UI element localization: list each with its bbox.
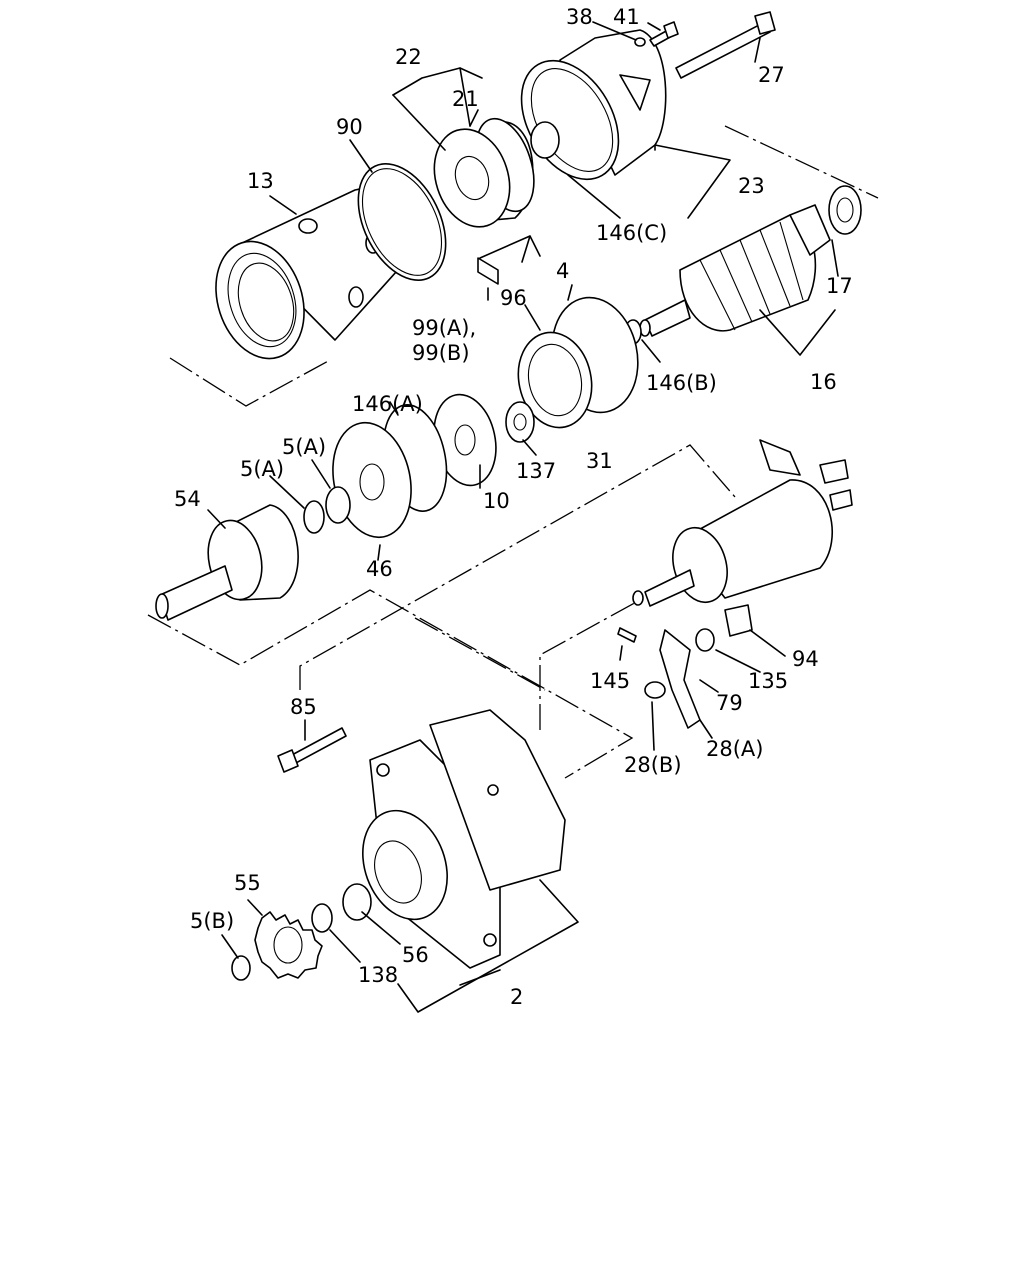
part-17-bearing [828, 185, 862, 235]
label-13: 13 [247, 169, 274, 193]
label-79: 79 [716, 691, 743, 715]
label-5a-upper: 5(A) [282, 435, 326, 459]
label-28a: 28(A) [706, 737, 763, 761]
label-146a: 146(A) [352, 392, 423, 416]
part-27-38-41-screws [634, 11, 776, 79]
part-96-bearing-ring [517, 331, 593, 429]
label-138: 138 [358, 963, 398, 987]
label-38: 38 [566, 5, 593, 29]
part-5a-washers [303, 486, 351, 534]
part-138-washer [311, 903, 333, 933]
label-5b: 5(B) [190, 909, 234, 933]
label-146c: 146(C) [596, 221, 667, 245]
part-99-brush-spring [477, 235, 541, 285]
label-4: 4 [556, 259, 569, 283]
part-56-bushing [342, 883, 372, 921]
label-2: 2 [510, 985, 523, 1009]
label-21: 21 [452, 87, 479, 111]
part-5b-snap-ring [231, 955, 251, 981]
label-145: 145 [590, 669, 630, 693]
part-46-146a-clutch [332, 404, 448, 539]
label-135: 135 [748, 669, 788, 693]
label-99-line1: 99(A), [412, 316, 476, 340]
label-5a-lower: 5(A) [240, 457, 284, 481]
label-10: 10 [483, 489, 510, 513]
label-55: 55 [234, 871, 261, 895]
label-31: 31 [586, 449, 613, 473]
part-31-solenoid [632, 439, 853, 607]
label-54: 54 [174, 487, 201, 511]
part-54-drive-shaft [155, 504, 299, 621]
label-146b: 146(B) [646, 371, 717, 395]
label-41: 41 [613, 5, 640, 29]
part-55-pinion-gear [254, 911, 323, 979]
label-85: 85 [290, 695, 317, 719]
part-16-armature [639, 204, 831, 337]
part-2-drive-housing [362, 709, 566, 969]
part-28-79-lever-assembly [617, 604, 753, 729]
label-96: 96 [500, 286, 527, 310]
part-21-22-brush-holder-cover [433, 117, 535, 228]
label-27: 27 [758, 63, 785, 87]
leader-lines [207, 21, 839, 1013]
label-22: 22 [395, 45, 422, 69]
label-17: 17 [826, 274, 853, 298]
part-23-rear-cover [520, 29, 667, 181]
label-94: 94 [792, 647, 819, 671]
label-16: 16 [810, 370, 837, 394]
label-56: 56 [402, 943, 429, 967]
label-23: 23 [738, 174, 765, 198]
part-labels: 38 41 22 27 21 90 13 23 146(C) 4 17 96 9… [174, 5, 853, 1009]
label-28b: 28(B) [624, 753, 682, 777]
part-85-through-bolt [277, 727, 347, 773]
label-99-line2: 99(B) [412, 341, 470, 365]
assembly-guide-lines [147, 125, 879, 779]
label-46: 46 [366, 557, 393, 581]
part-90-o-ring [357, 163, 447, 281]
label-90: 90 [336, 115, 363, 139]
label-137: 137 [516, 459, 556, 483]
part-137-pinion-gear [505, 401, 535, 443]
